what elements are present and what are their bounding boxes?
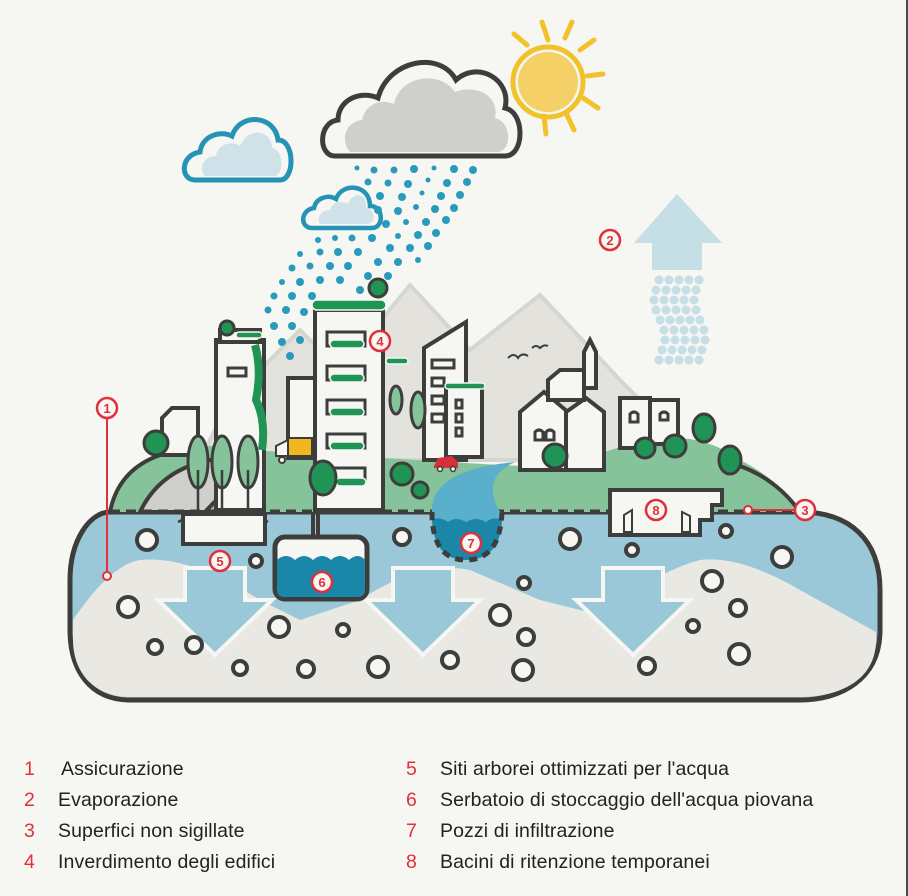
legend-number: 2: [24, 789, 35, 811]
legend-number: 8: [406, 851, 417, 873]
marker-5: 5: [208, 549, 232, 573]
svg-text:5: 5: [216, 554, 223, 569]
building-windows: [226, 330, 670, 484]
legend-item-7: 7 Pozzi di infiltrazione: [406, 816, 813, 847]
legend-column-left: 1 Assicurazione 2 Evaporazione 3 Superfi…: [24, 754, 275, 878]
marker-1-leader: [102, 418, 112, 581]
svg-text:3: 3: [801, 503, 808, 518]
marker-3: 3: [793, 498, 817, 522]
svg-text:2: 2: [606, 233, 613, 248]
svg-text:4: 4: [376, 334, 384, 349]
legend-label: Inverdimento degli edifici: [58, 851, 276, 873]
legend-number: 3: [24, 820, 35, 842]
tree-pit: [181, 512, 267, 546]
marker-1: 1: [95, 396, 119, 420]
legend-label: Serbatoio di stoccaggio dell'acqua piova…: [440, 789, 814, 811]
green-roofs: [235, 299, 486, 487]
legend-number: 6: [406, 789, 417, 811]
legend-number: 5: [406, 758, 417, 780]
legend-number: 7: [406, 820, 417, 842]
small-cloud-icon: [301, 185, 383, 231]
legend-number: 4: [24, 851, 35, 873]
legend-label: Bacini di ritenzione temporanei: [440, 851, 710, 873]
marker-4: 4: [368, 329, 392, 353]
legend-item-1: 1 Assicurazione: [24, 754, 275, 785]
marker-3-leader: [743, 505, 794, 515]
legend-item-8: 8 Bacini di ritenzione temporanei: [406, 847, 813, 878]
small-cloud-icon: [181, 117, 294, 183]
frame-border: [906, 0, 908, 896]
svg-text:6: 6: [318, 575, 325, 590]
legend-label: Superfici non sigillate: [58, 820, 245, 842]
legend-label: Evaporazione: [58, 789, 179, 811]
legend-number: 1: [24, 758, 35, 780]
svg-text:7: 7: [467, 536, 474, 551]
water-cycle-illustration: 1 2 3 4 5 6 7 8: [67, 19, 883, 703]
marker-8: 8: [644, 498, 668, 522]
svg-text:8: 8: [652, 503, 659, 518]
legend-label: Siti arborei ottimizzati per l'acqua: [440, 758, 730, 780]
marker-2: 2: [598, 228, 622, 252]
rain-drops: [264, 165, 477, 360]
trees: [142, 277, 743, 524]
legend-column-right: 5 Siti arborei ottimizzati per l'acqua 6…: [406, 754, 813, 878]
sun-icon: [510, 19, 606, 137]
truck-icon: [275, 437, 313, 464]
legend-item-3: 3 Superfici non sigillate: [24, 816, 275, 847]
svg-text:1: 1: [103, 401, 110, 416]
marker-6: 6: [310, 570, 334, 594]
legend-item-2: 2 Evaporazione: [24, 785, 275, 816]
birds-icon: [507, 344, 549, 360]
rain-cloud-icon: [320, 59, 523, 159]
legend-label: Assicurazione: [61, 758, 184, 780]
legend-label: Pozzi di infiltrazione: [440, 820, 615, 842]
legend-item-5: 5 Siti arborei ottimizzati per l'acqua: [406, 754, 813, 785]
evaporation-arrow-icon: [634, 194, 722, 365]
legend-item-4: 4 Inverdimento degli edifici: [24, 847, 275, 878]
marker-7: 7: [459, 531, 483, 555]
car-icon: [434, 456, 458, 473]
legend-item-6: 6 Serbatoio di stoccaggio dell'acqua pio…: [406, 785, 813, 816]
